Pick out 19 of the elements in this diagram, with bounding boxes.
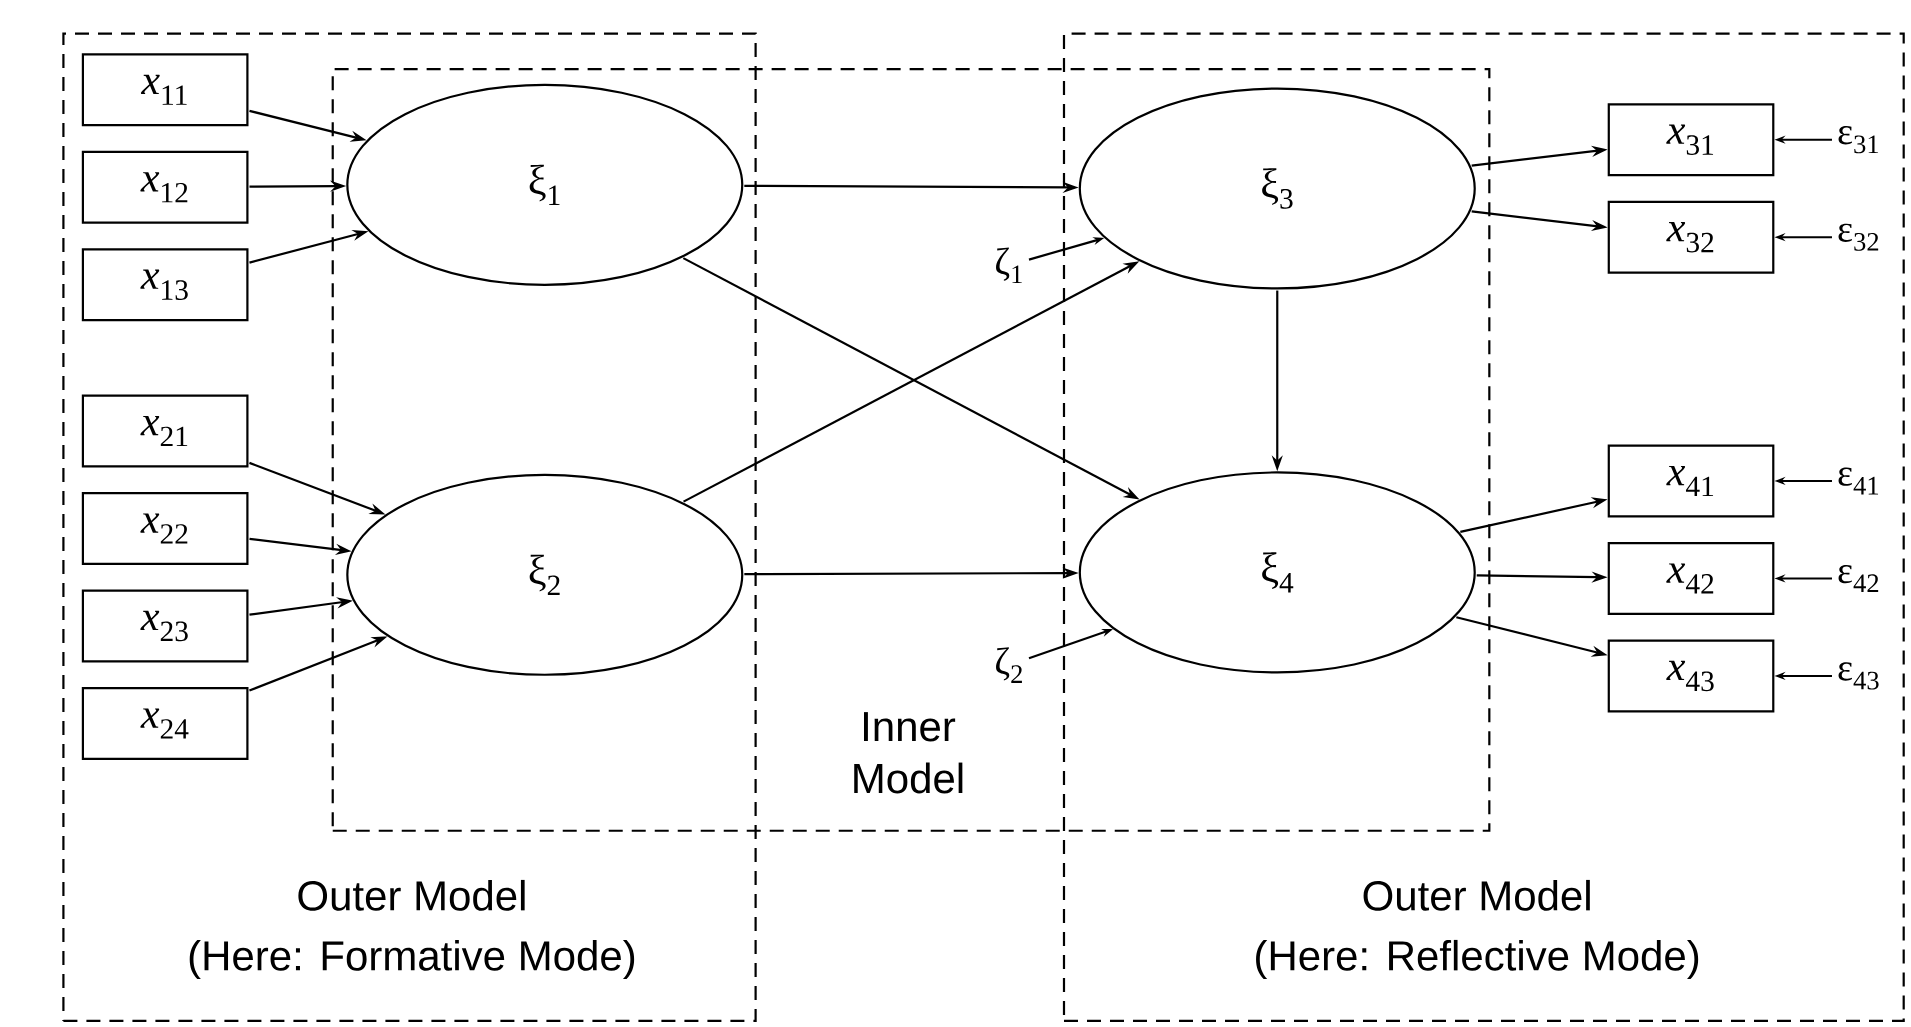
indicator-box: x$_{43}$: [1607, 639, 1775, 713]
indicator-box: x$_{22}$: [81, 492, 249, 565]
indicator-box: x$_{42}$: [1607, 542, 1775, 615]
indicator-box: x$_{32}$: [1607, 200, 1775, 274]
indicator-box: x$_{23}$: [81, 589, 249, 663]
indicator-box: x$_{41}$: [1607, 444, 1775, 518]
indicator-box: x$_{31}$: [1607, 103, 1775, 177]
error-term: ζ$_{1}$: [996, 247, 1022, 284]
error-term: ε$_{32}$: [1838, 223, 1879, 251]
error-term: ε$_{43}$: [1838, 662, 1879, 690]
indicator-box: x$_{11}$: [81, 53, 249, 127]
indicator-box: x$_{13}$: [81, 248, 249, 322]
error-term: ζ$_{2}$: [996, 647, 1022, 683]
error-term: ε$_{31}$: [1838, 126, 1879, 154]
indicator-box: x$_{12}$: [81, 150, 249, 224]
indicator-box: x$_{21}$: [81, 394, 249, 468]
error-term: ε$_{41}$: [1838, 467, 1879, 495]
indicator-box: x$_{24}$: [81, 687, 249, 760]
error-term: ε$_{42}$: [1838, 565, 1879, 592]
